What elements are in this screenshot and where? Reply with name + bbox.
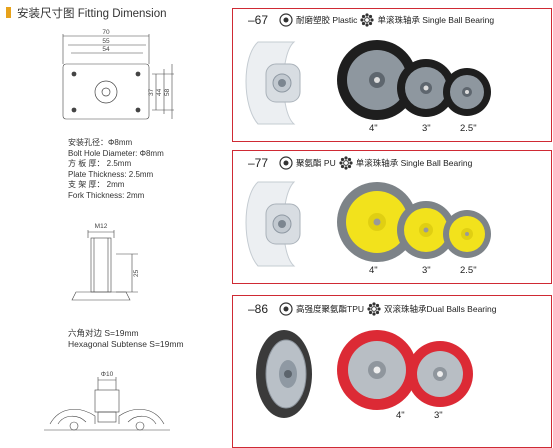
- panel-77-material: 聚氨酯 PU: [296, 158, 336, 168]
- black-wheel-3in: [397, 59, 455, 117]
- size-label: 4": [396, 410, 405, 421]
- black-wheel-4in: [337, 40, 417, 120]
- bearing-icon: [367, 302, 381, 316]
- header-marker: [6, 7, 11, 18]
- panel-86-material: 高强度聚氨酯TPU: [296, 304, 365, 314]
- panel-77-code: –77: [248, 156, 269, 170]
- dim-37: 37: [148, 88, 155, 96]
- panel-86-bearing: 双滚珠轴承Dual Balls Bearing: [384, 304, 497, 314]
- dim-44: 44: [156, 88, 163, 96]
- dim-55: 55: [102, 38, 110, 45]
- size-label: 4": [369, 123, 378, 134]
- section-header: 安装尺寸图 Fitting Dimension: [6, 5, 167, 21]
- yellow-wheel-2_5in: [443, 210, 491, 258]
- spec-bolt-en: Bolt Hole Diameter: Φ8mm: [68, 148, 164, 158]
- dim-phi10: Φ10: [101, 371, 114, 378]
- spec-fork-cn: 支 架 厚： 2mm: [68, 180, 125, 189]
- hex-en: Hexagonal Subtense S=19mm: [68, 338, 184, 349]
- panel-86-title: –86 高强度聚氨酯TPU 双滚珠轴承Dual Balls Bearing: [248, 302, 496, 316]
- red-wheel-4in: [337, 330, 417, 410]
- panel-67-title: –67 耐磨塑胶 Plastic 单滚珠轴承 Single Ball Beari…: [248, 13, 494, 27]
- dim-m12: M12: [95, 223, 108, 230]
- spec-list: 安装孔径：Φ8mm Bolt Hole Diameter: Φ8mm 方 板 厚…: [68, 138, 164, 201]
- size-label: 2.5": [460, 265, 477, 276]
- yellow-wheel-4in: [337, 182, 417, 262]
- spec-fork-en: Fork Thickness: 2mm: [68, 190, 145, 200]
- hex-spec: 六角对边 S=19mm Hexagonal Subtense S=19mm: [68, 328, 184, 349]
- hub-section-image: [245, 41, 301, 125]
- size-label: 2.5": [460, 123, 477, 134]
- spec-plate-en: Plate Thickness: 2.5mm: [68, 169, 154, 179]
- wheel-icon: [279, 156, 293, 170]
- size-label: 3": [434, 410, 443, 421]
- panel-77-images: [245, 181, 491, 267]
- stem-drawing: M12 25: [71, 223, 140, 301]
- dim-70: 70: [102, 29, 110, 36]
- panel-67-code: –67: [248, 13, 269, 27]
- panel-77-bearing: 单滚珠轴承 Single Ball Bearing: [355, 158, 473, 168]
- bearing-icon: [360, 13, 375, 27]
- bottom-plate-drawing: Φ10: [44, 371, 170, 431]
- hub-section-image: [256, 330, 312, 418]
- yellow-wheel-3in: [397, 201, 455, 259]
- size-label: 3": [422, 265, 431, 276]
- panel-77-title: –77 聚氨酯 PU 单滚珠轴承 Single Ball Bearing: [248, 156, 472, 170]
- hex-cn: 六角对边 S=19mm: [68, 328, 139, 338]
- panel-67-material: 耐磨塑胶 Plastic: [296, 15, 358, 25]
- red-wheel-3in: [407, 341, 473, 407]
- header-title: 安装尺寸图 Fitting Dimension: [17, 8, 167, 20]
- dim-54: 54: [102, 46, 110, 53]
- bearing-icon: [339, 156, 353, 170]
- size-label: 3": [422, 123, 431, 134]
- panel-67-bearing: 单滚珠轴承 Single Ball Bearing: [377, 15, 495, 25]
- spec-bolt-cn: 安装孔径：Φ8mm: [68, 138, 133, 147]
- panel-86-images: [256, 330, 473, 418]
- spec-plate-cn: 方 板 厚： 2.5mm: [68, 159, 132, 168]
- panel-67-images: [245, 40, 491, 125]
- dim-58: 58: [164, 88, 171, 96]
- size-label: 4": [369, 265, 378, 276]
- dim-25: 25: [133, 269, 140, 277]
- wheel-icon: [279, 302, 293, 316]
- hub-section-image: [245, 181, 301, 267]
- wheel-icon: [279, 13, 293, 27]
- black-wheel-2_5in: [443, 68, 491, 116]
- panel-86-code: –86: [248, 302, 269, 316]
- top-plate-drawing: 70 55 54 37 44 58: [62, 29, 174, 120]
